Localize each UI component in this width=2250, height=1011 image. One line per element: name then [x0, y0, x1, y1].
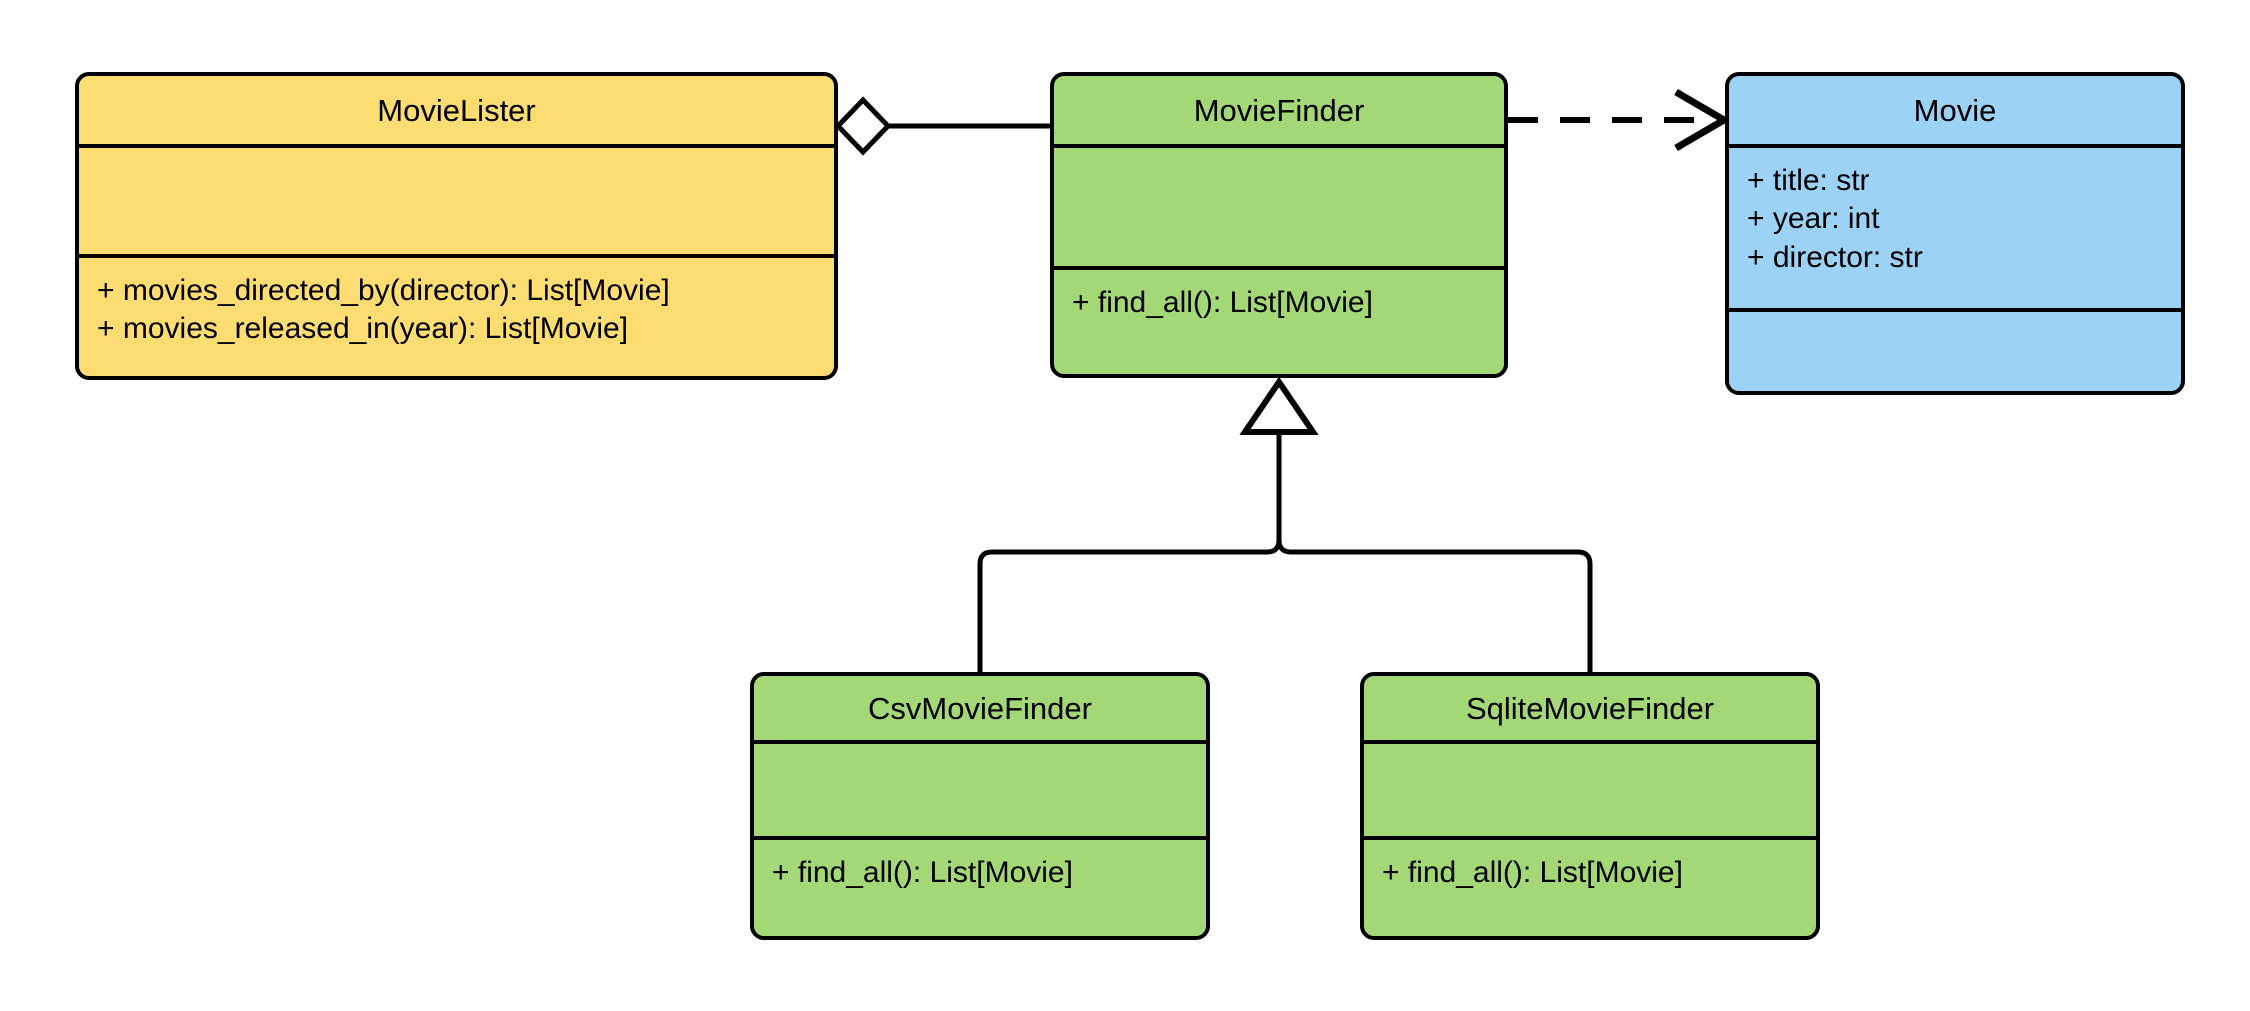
- attributes-compartment-movie: + title: str + year: int + director: str: [1729, 148, 2181, 308]
- methods-compartment-csvmoviefinder: + find_all(): List[Movie]: [754, 840, 1206, 936]
- method-row: + find_all(): List[Movie]: [1072, 286, 1373, 319]
- method-row: + find_all(): List[Movie]: [772, 856, 1073, 889]
- aggregation-edge-movielister-moviefinder[interactable]: [834, 96, 1050, 156]
- class-name-moviefinder: MovieFinder: [1193, 92, 1365, 128]
- class-separator: [1054, 266, 1504, 270]
- methods-compartment-movie: [1729, 312, 2181, 391]
- class-name-movie: Movie: [1913, 92, 1997, 128]
- class-box-movielister[interactable]: MovieLister + movies_directed_by(directo…: [75, 72, 838, 380]
- attributes-compartment-movielister: [79, 148, 834, 254]
- methods-compartment-sqlitemoviefinder: + find_all(): List[Movie]: [1364, 840, 1816, 936]
- class-separator: [1729, 308, 2181, 312]
- attributes-compartment-csvmoviefinder: [754, 744, 1206, 836]
- method-row: + movies_directed_by(director): List[Mov…: [97, 274, 670, 307]
- dependency-edge-moviefinder-movie[interactable]: [1508, 88, 1731, 152]
- attribute-row: + title: str: [1747, 164, 1870, 197]
- hollow-triangle-icon: [1239, 376, 1319, 435]
- class-separator: [754, 836, 1206, 840]
- class-name-movielister: MovieLister: [377, 92, 536, 128]
- class-separator: [79, 144, 834, 148]
- methods-compartment-moviefinder: + find_all(): List[Movie]: [1054, 270, 1504, 374]
- generalization-edge-group[interactable]: [977, 376, 1593, 672]
- class-name-csvmoviefinder: CsvMovieFinder: [868, 690, 1092, 726]
- class-box-sqlitemoviefinder[interactable]: SqliteMovieFinder + find_all(): List[Mov…: [1360, 672, 1820, 940]
- class-separator: [1729, 144, 2181, 148]
- generalization-branch-sqlite: [1276, 535, 1593, 672]
- class-name-sqlitemoviefinder: SqliteMovieFinder: [1465, 690, 1715, 726]
- method-row: + find_all(): List[Movie]: [1382, 856, 1683, 889]
- methods-compartment-movielister: + movies_directed_by(director): List[Mov…: [79, 258, 834, 376]
- attributes-compartment-moviefinder: [1054, 148, 1504, 266]
- attribute-row: + year: int: [1747, 202, 1880, 236]
- class-separator: [1364, 836, 1816, 840]
- class-box-csvmoviefinder[interactable]: CsvMovieFinder + find_all(): List[Movie]: [750, 672, 1210, 940]
- generalization-branch-csv: [977, 535, 1282, 672]
- attributes-compartment-sqlitemoviefinder: [1364, 744, 1816, 836]
- class-box-moviefinder[interactable]: MovieFinder + find_all(): List[Movie]: [1050, 72, 1508, 378]
- class-box-movie[interactable]: Movie + title: str + year: int + directo…: [1725, 72, 2185, 395]
- hollow-diamond-icon: [834, 96, 892, 156]
- class-separator: [1364, 740, 1816, 744]
- attribute-row: + director: str: [1747, 240, 1923, 274]
- class-separator: [1054, 144, 1504, 148]
- class-separator: [79, 254, 834, 258]
- method-row: + movies_released_in(year): List[Movie]: [97, 312, 629, 346]
- open-arrow-icon: [1674, 88, 1731, 152]
- class-separator: [754, 740, 1206, 744]
